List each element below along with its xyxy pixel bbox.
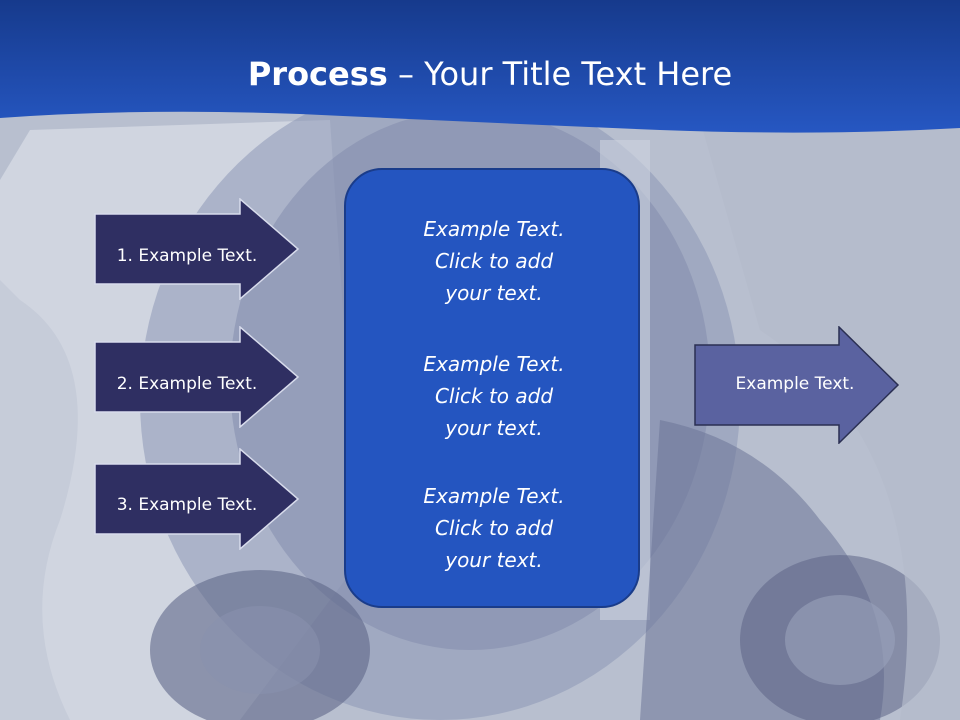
center-text-line: Example Text. <box>423 352 565 376</box>
center-text-line: Click to add <box>434 384 554 408</box>
center-text-line: your text. <box>445 416 543 440</box>
center-text-block-1: Example Text. Click to add your text. <box>346 213 642 309</box>
input-arrow-3 <box>94 448 300 550</box>
output-label: Example Text. <box>735 374 855 394</box>
input-label-3: 3. Example Text. <box>116 495 258 515</box>
page-title: Process – Your Title Text Here <box>0 52 960 96</box>
input-arrow-2 <box>94 326 300 428</box>
title-bold: Process <box>247 55 388 93</box>
center-text-line: Click to add <box>434 516 554 540</box>
center-text-line: Example Text. <box>423 484 565 508</box>
output-arrow <box>694 326 900 444</box>
center-text-block-2: Example Text. Click to add your text. <box>346 348 642 444</box>
input-arrow-1 <box>94 198 300 300</box>
input-label-2: 2. Example Text. <box>116 374 258 394</box>
header-band <box>0 0 960 133</box>
center-process-box: Example Text. Click to add your text. Ex… <box>344 168 640 608</box>
title-rest: – Your Title Text Here <box>387 55 733 93</box>
center-text-line: Click to add <box>434 249 554 273</box>
center-text-line: Example Text. <box>423 217 565 241</box>
center-text-block-3: Example Text. Click to add your text. <box>346 480 642 576</box>
center-text-line: your text. <box>445 548 543 572</box>
input-label-1: 1. Example Text. <box>116 246 258 266</box>
center-text-line: your text. <box>445 281 543 305</box>
